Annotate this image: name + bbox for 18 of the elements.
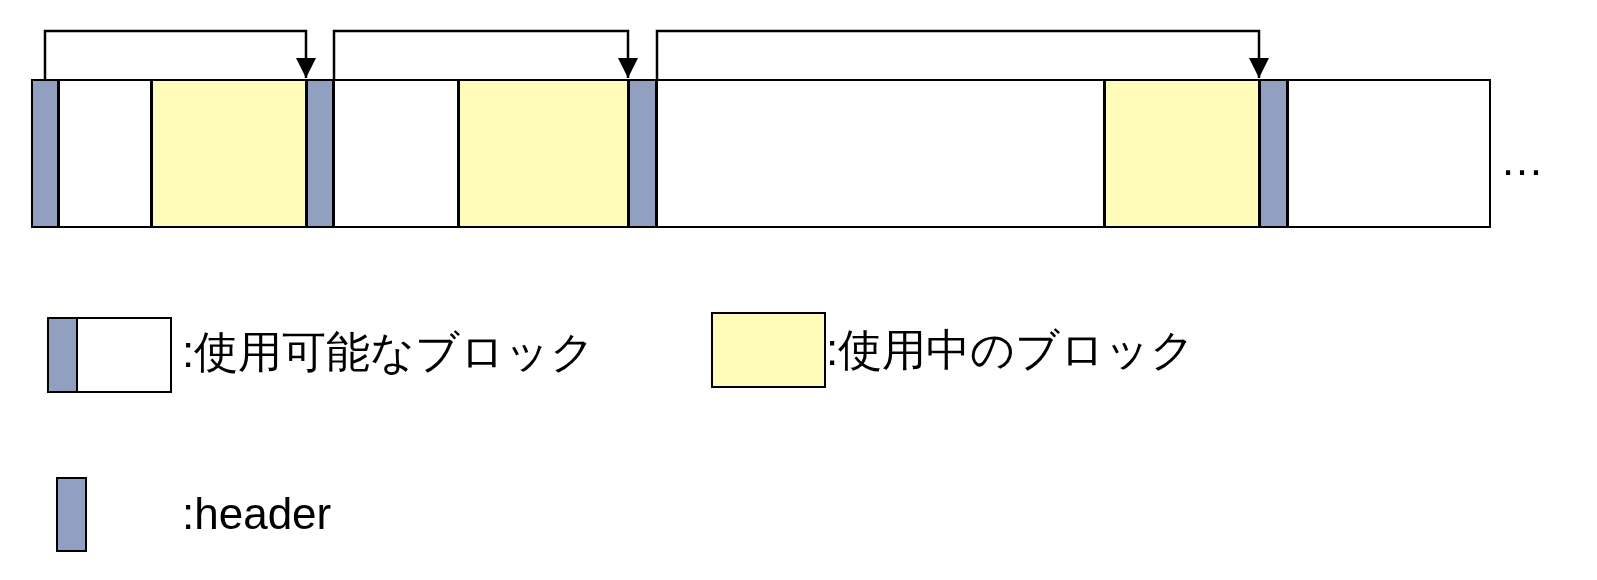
memory-block-used bbox=[458, 79, 629, 228]
header-bar bbox=[306, 79, 334, 228]
legend-text: :使用中のブロック bbox=[826, 328, 1196, 372]
header-bar bbox=[628, 79, 657, 228]
memory-block bbox=[656, 79, 1105, 228]
arrow bbox=[332, 29, 638, 79]
memory-block-used bbox=[1104, 79, 1260, 228]
legend-text: :使用可能なブロック bbox=[182, 330, 596, 374]
legend-text: :header bbox=[182, 492, 332, 536]
memory-block bbox=[333, 79, 459, 228]
memory-block bbox=[1287, 79, 1491, 228]
ellipsis-text: … bbox=[1500, 138, 1544, 182]
memory-block-used bbox=[151, 79, 307, 228]
arrow bbox=[655, 29, 1269, 79]
header-bar bbox=[31, 79, 59, 228]
arrow bbox=[43, 29, 316, 79]
memory-block bbox=[58, 79, 152, 228]
header-bar bbox=[1259, 79, 1288, 228]
